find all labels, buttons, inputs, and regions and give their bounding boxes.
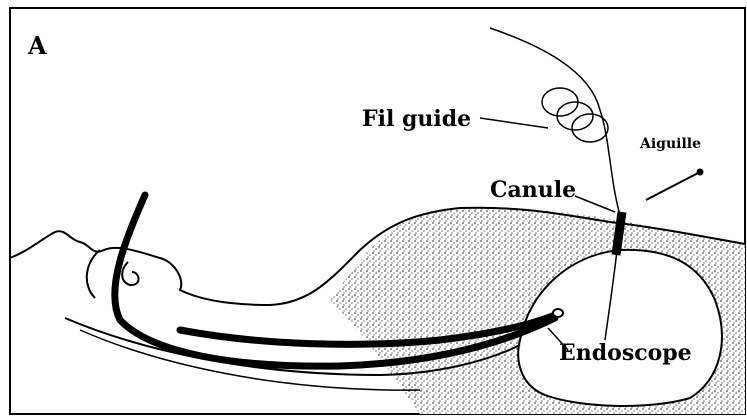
cannula-label: Canule: [490, 179, 576, 201]
needle-label: Aiguille: [640, 137, 701, 151]
guide-wire-coil-3: [572, 114, 608, 142]
ear-curl: [122, 262, 138, 285]
needle: [646, 172, 700, 200]
needle-hub: [697, 169, 704, 176]
cannula-leader: [575, 196, 615, 212]
endoscope-label: Endoscope: [559, 342, 692, 364]
panel-letter: A: [28, 34, 47, 58]
guide-wire-leader: [480, 118, 548, 128]
head-outline: [87, 250, 100, 298]
guide-wire-label: Fil guide: [362, 108, 471, 130]
endoscope-tip: [553, 309, 563, 317]
